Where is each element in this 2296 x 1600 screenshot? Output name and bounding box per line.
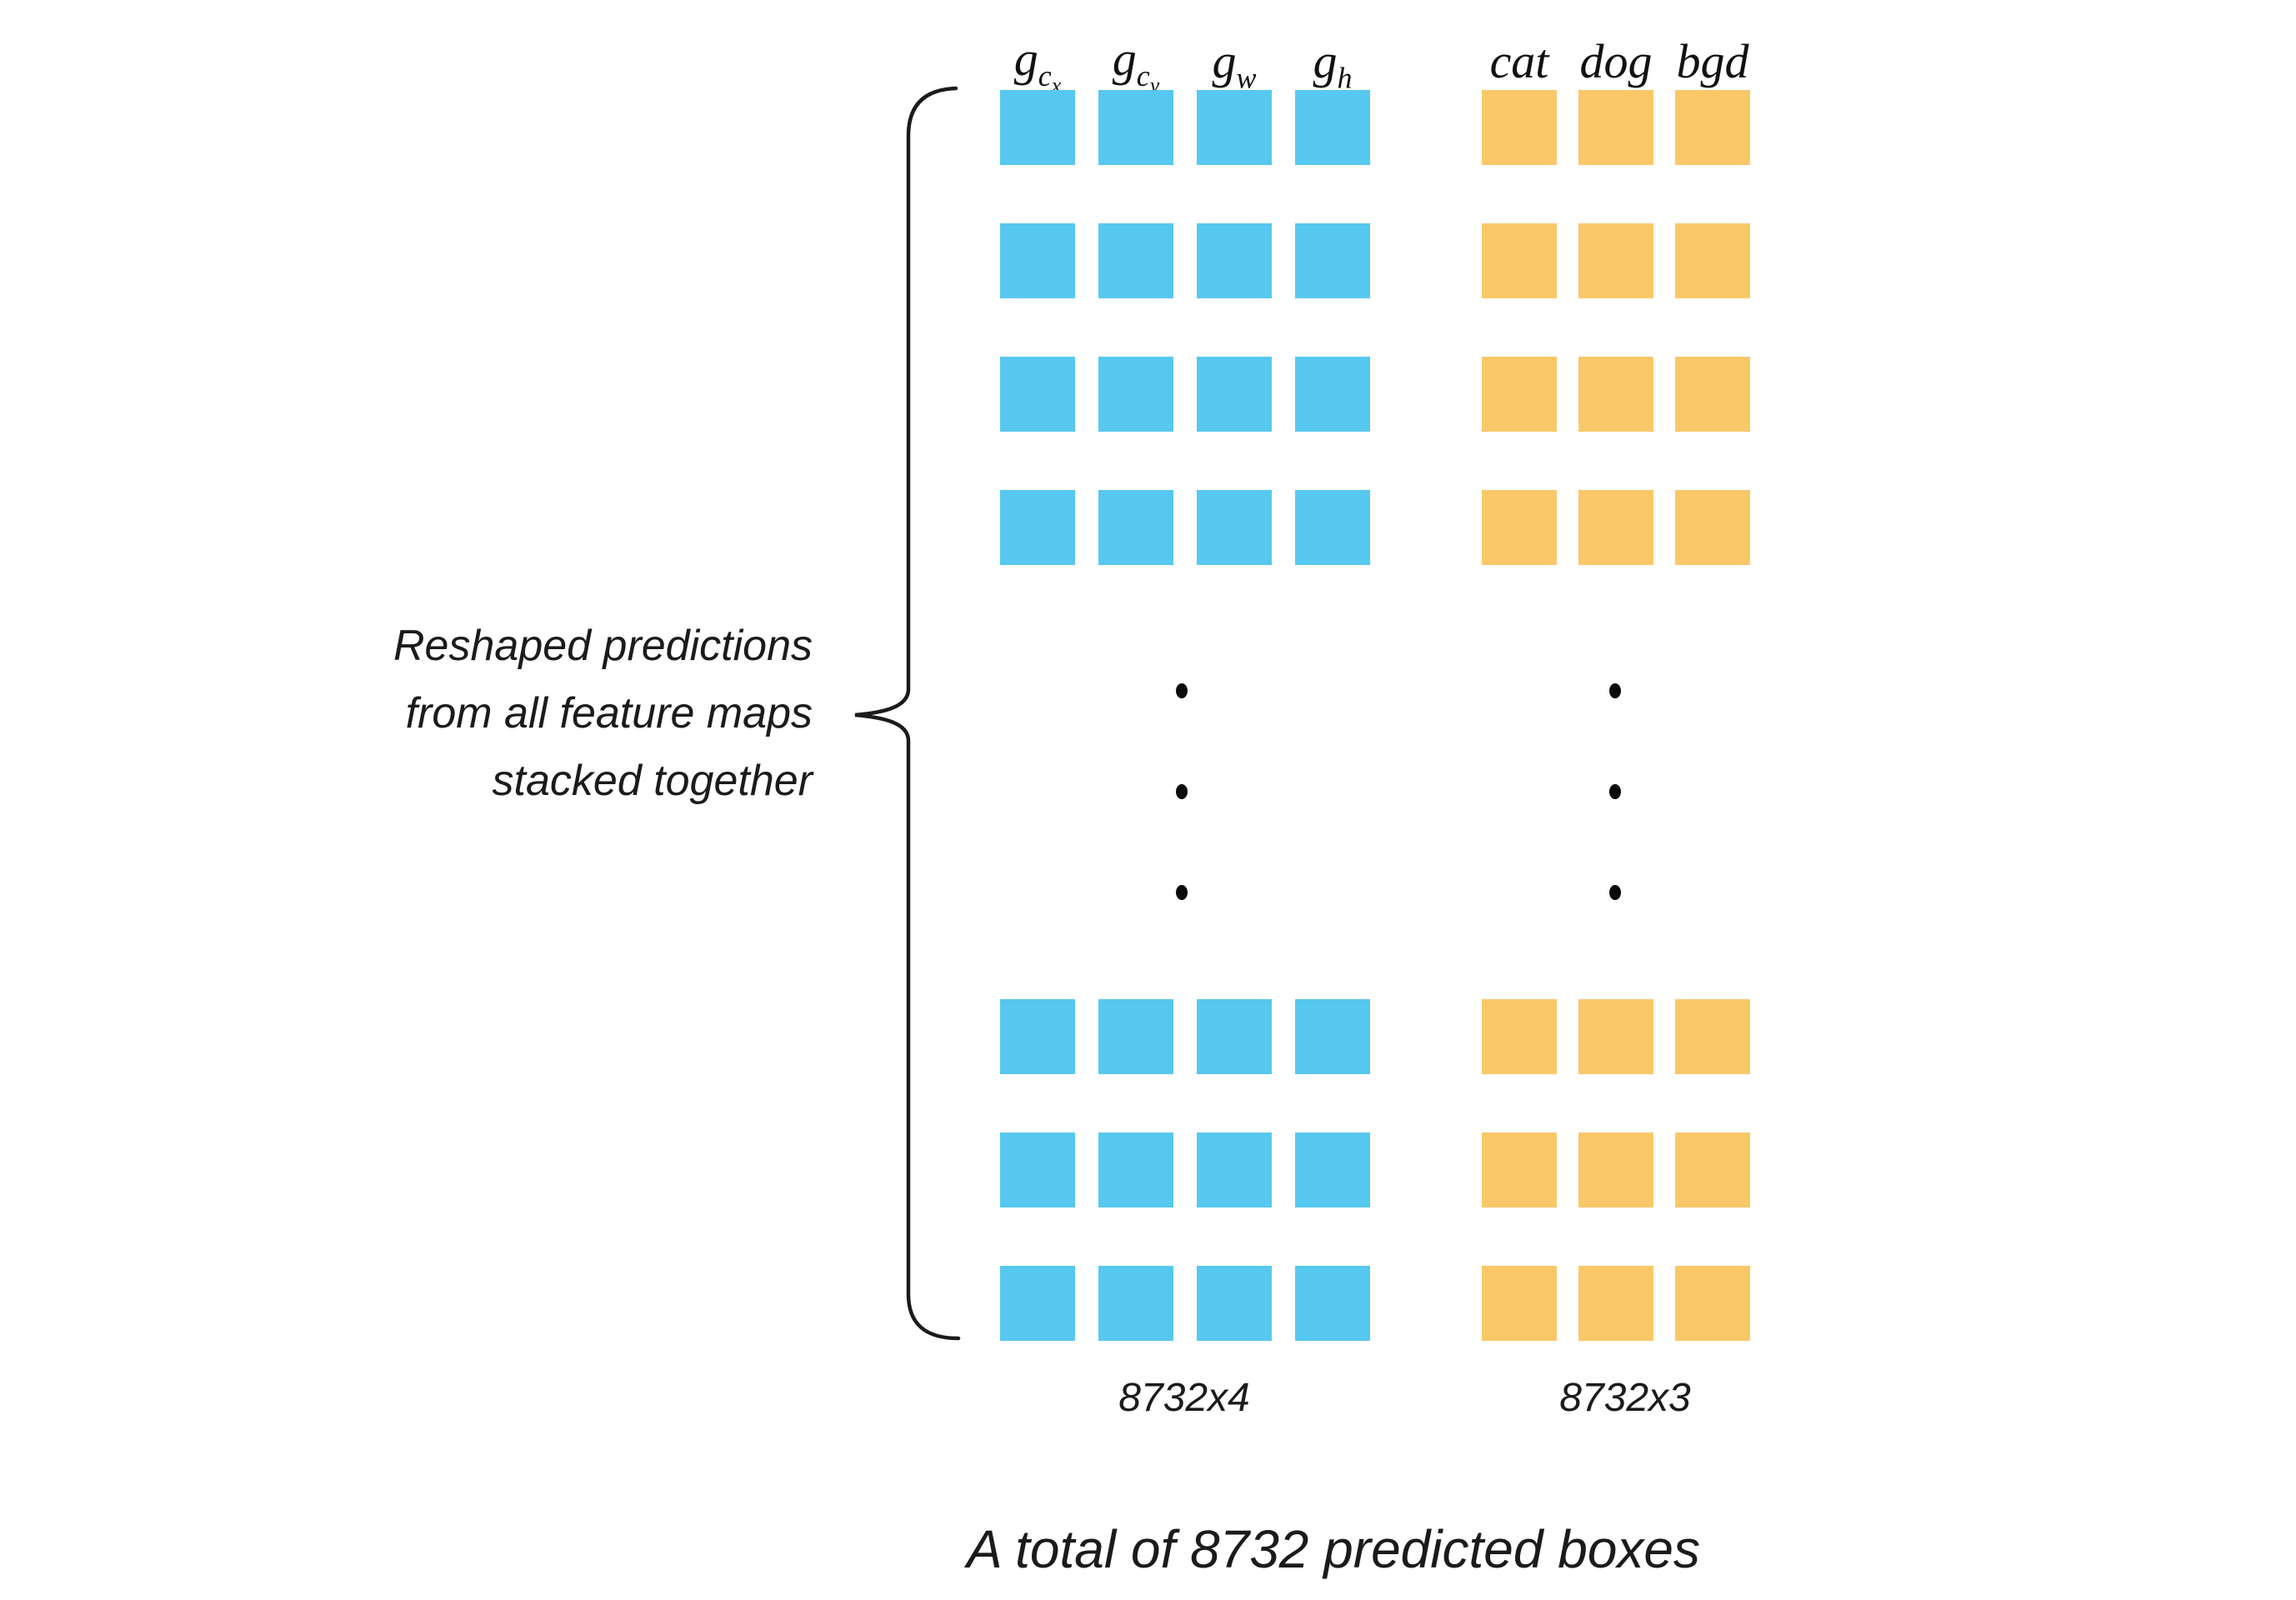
cls-dim-label: 8732x3 xyxy=(1559,1376,1691,1420)
loc-cell xyxy=(1000,1132,1075,1208)
cls-cell xyxy=(1675,357,1750,432)
loc-cell xyxy=(1098,90,1173,165)
cls-matrix-bottom xyxy=(1482,999,1750,1341)
cls-cell xyxy=(1675,490,1750,565)
loc-cell xyxy=(1197,490,1272,565)
loc-cell xyxy=(1197,223,1272,298)
loc-cell xyxy=(1295,223,1370,298)
cls-cell xyxy=(1482,999,1557,1074)
loc-cell xyxy=(1197,357,1272,432)
annotation-line: from all feature maps xyxy=(405,689,813,738)
cls-cell xyxy=(1578,490,1653,565)
loc-cell xyxy=(1000,90,1075,165)
loc-cell xyxy=(1197,1266,1272,1341)
cls-cell xyxy=(1578,1266,1653,1341)
annotation-line: stacked together xyxy=(492,757,813,805)
loc-cell xyxy=(1197,999,1272,1074)
loc-ellipsis xyxy=(1176,683,1188,900)
cls-header-label: bgd xyxy=(1676,34,1749,88)
loc-cell xyxy=(1295,490,1370,565)
loc-header-label: gh xyxy=(1313,34,1353,95)
cls-cell xyxy=(1578,223,1653,298)
left-annotation: Reshaped predictions from all feature ma… xyxy=(179,612,813,815)
cls-cell xyxy=(1578,357,1653,432)
annotation-line: Reshaped predictions xyxy=(393,622,813,670)
loc-cell xyxy=(1000,490,1075,565)
loc-cell xyxy=(1098,1132,1173,1208)
loc-cell xyxy=(1000,999,1075,1074)
ellipsis-dot xyxy=(1609,885,1621,900)
cls-cell xyxy=(1675,90,1750,165)
loc-cell xyxy=(1295,90,1370,165)
loc-matrix-top xyxy=(1000,90,1370,565)
loc-header-label: gcy xyxy=(1112,32,1160,98)
cls-cell xyxy=(1675,223,1750,298)
loc-cell xyxy=(1098,1266,1173,1341)
curly-brace xyxy=(854,86,961,1341)
loc-cell xyxy=(1098,357,1173,432)
loc-cell xyxy=(1197,90,1272,165)
loc-cell xyxy=(1098,490,1173,565)
cls-cell xyxy=(1578,1132,1653,1208)
cls-cell xyxy=(1482,1132,1557,1208)
loc-cell xyxy=(1197,1132,1272,1208)
cls-matrix-top xyxy=(1482,90,1750,565)
loc-cell xyxy=(1098,999,1173,1074)
total-boxes-caption: A total of 8732 predicted boxes xyxy=(967,1519,1700,1579)
loc-header-label: gw xyxy=(1212,34,1257,95)
loc-cell xyxy=(1295,1266,1370,1341)
cls-cell xyxy=(1675,1132,1750,1208)
loc-cell xyxy=(1098,223,1173,298)
cls-cell xyxy=(1482,1266,1557,1341)
cls-header-label: dog xyxy=(1579,34,1653,88)
loc-matrix-bottom xyxy=(1000,999,1370,1341)
loc-header-label: gcx xyxy=(1013,32,1062,98)
ellipsis-dot xyxy=(1609,784,1621,799)
cls-cell xyxy=(1578,90,1653,165)
cls-header-label: cat xyxy=(1489,34,1549,88)
cls-cell xyxy=(1675,999,1750,1074)
loc-dim-label: 8732x4 xyxy=(1118,1376,1250,1420)
cls-cell xyxy=(1482,90,1557,165)
ellipsis-dot xyxy=(1176,784,1188,799)
loc-cell xyxy=(1295,999,1370,1074)
loc-cell xyxy=(1000,357,1075,432)
cls-cell xyxy=(1482,490,1557,565)
loc-cell xyxy=(1000,1266,1075,1341)
cls-cell xyxy=(1578,999,1653,1074)
cls-ellipsis xyxy=(1609,683,1621,900)
ellipsis-dot xyxy=(1176,683,1188,698)
cls-cell xyxy=(1675,1266,1750,1341)
cls-cell xyxy=(1482,357,1557,432)
loc-cell xyxy=(1295,1132,1370,1208)
loc-cell xyxy=(1295,357,1370,432)
ellipsis-dot xyxy=(1176,885,1188,900)
cls-cell xyxy=(1482,223,1557,298)
ellipsis-dot xyxy=(1609,683,1621,698)
loc-cell xyxy=(1000,223,1075,298)
